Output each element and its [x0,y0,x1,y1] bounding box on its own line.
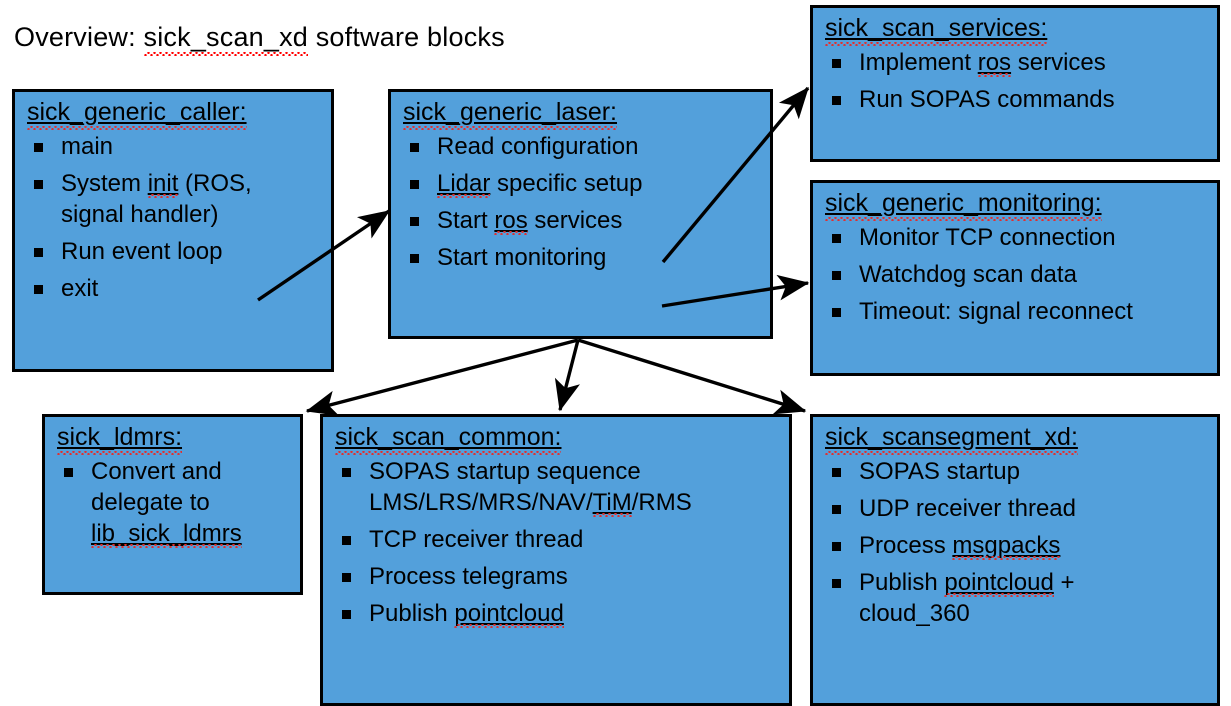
page-title-prefix: Overview: [14,22,144,52]
list-item-label: Monitor TCP connection [859,224,1116,251]
list-item-label-pre: Process [859,532,953,559]
list-item-label: main [61,133,114,160]
block-list-sick-generic-caller: main System init (ROS, signal handler) Ru… [15,131,331,304]
list-item-misspelled-ros: ros [977,49,1012,77]
list-item: Timeout: signal reconnect [829,296,1211,327]
list-item-label: Run SOPAS commands [859,86,1115,113]
list-item-label-line1: SOPAS startup sequence [369,458,641,485]
block-sick-generic-caller[interactable]: sick_generic_caller: main System init (R… [12,89,334,372]
list-item: Process telegrams [339,561,783,592]
list-item-label-post: (ROS, [178,170,252,197]
list-item-label-post: services [527,207,623,234]
list-item: System init (ROS, signal handler) [31,168,325,230]
list-item-label-post: + [1053,569,1075,596]
list-item: Run SOPAS commands [829,84,1211,115]
list-item-label-post: services [1011,49,1106,76]
list-item-label-post: specific setup [490,170,643,197]
page-title: Overview: sick_scan_xd software blocks [14,22,505,53]
block-list-sick-generic-monitoring: Monitor TCP connection Watchdog scan dat… [813,222,1217,327]
list-item: exit [31,273,325,304]
block-title-sick-generic-monitoring: sick_generic_monitoring: [825,189,1102,221]
list-item-label-pre: Start [437,207,495,234]
block-sick-generic-laser[interactable]: sick_generic_laser: Read configuration L… [388,89,773,339]
block-sick-ldmrs[interactable]: sick_ldmrs: Convert and delegate to lib_si… [42,414,303,595]
list-item: Publish pointcloud + cloud_360 [829,567,1211,629]
list-item-label: Process telegrams [369,563,568,590]
list-item-misspelled-init: init [147,170,179,198]
block-title-sick-generic-caller: sick_generic_caller: [27,98,247,130]
list-item-label: UDP receiver thread [859,495,1076,522]
list-item: Implement ros services [829,47,1211,78]
list-item-label-pre: Publish [369,600,455,627]
list-item-misspelled-ros: ros [494,207,529,235]
list-item-label: Read configuration [437,133,639,160]
list-item-label-line2: delegate to [91,489,210,516]
list-item-label-line2: cloud_360 [859,600,970,627]
list-item-misspelled-tim: TiM [592,489,632,517]
arrow-laser-to-scan-common [554,339,580,412]
block-list-sick-generic-laser: Read configuration Lidar specific setup … [391,131,770,273]
list-item-label-pre: System [61,170,148,197]
list-item-misspelled-lib-sick-ldmrs: lib_sick_ldmrs [91,520,242,548]
block-title-sick-scan-services: sick_scan_services: [825,14,1048,46]
list-item: Watchdog scan data [829,259,1211,290]
block-title-sick-ldmrs: sick_ldmrs: [57,423,183,455]
list-item-misspelled-pointcloud: pointcloud [944,569,1055,597]
list-item-label: SOPAS startup [859,458,1020,485]
list-item-misspelled-pointcloud: pointcloud [454,600,565,628]
block-sick-scan-services[interactable]: sick_scan_services: Implement ros servic… [810,5,1220,162]
page-title-suffix: software blocks [308,22,505,52]
list-item: Start ros services [407,205,764,236]
list-item: SOPAS startup [829,456,1211,487]
list-item-label-line1: Convert and [91,458,222,485]
block-sick-scan-common[interactable]: sick_scan_common: SOPAS startup sequence… [320,414,792,706]
block-sick-scansegment-xd[interactable]: sick_scansegment_xd: SOPAS startup UDP r… [810,414,1220,706]
list-item-label: Watchdog scan data [859,261,1077,288]
list-item: Read configuration [407,131,764,162]
page-title-highlight: sick_scan_xd [143,22,309,56]
list-item-label-pre: Publish [859,569,945,596]
list-item: main [31,131,325,162]
list-item: Lidar specific setup [407,168,764,199]
block-list-sick-scansegment-xd: SOPAS startup UDP receiver thread Proces… [813,456,1217,629]
list-item: Process msgpacks [829,530,1211,561]
list-item: UDP receiver thread [829,493,1211,524]
list-item: Run event loop [31,236,325,267]
block-list-sick-ldmrs: Convert and delegate to lib_sick_ldmrs [45,456,300,549]
list-item: Monitor TCP connection [829,222,1211,253]
list-item-label-pre: Implement [859,49,978,76]
list-item-misspelled-lidar: Lidar [437,170,491,198]
block-title-sick-scansegment-xd: sick_scansegment_xd: [825,423,1078,455]
list-item-label: exit [61,275,99,302]
list-item-misspelled-msgpacks: msgpacks [952,532,1061,560]
list-item: Convert and delegate to lib_sick_ldmrs [61,456,294,549]
arrow-laser-to-ldmrs [305,338,579,416]
list-item-label: TCP receiver thread [369,526,584,553]
list-item-label-line2: signal handler) [61,201,219,228]
block-title-sick-scan-common: sick_scan_common: [335,423,562,455]
list-item-label-line2a: LMS/LRS/MRS/NAV/ [369,489,593,516]
list-item-label: Timeout: signal reconnect [859,298,1133,325]
list-item: TCP receiver thread [339,524,783,555]
block-sick-generic-monitoring[interactable]: sick_generic_monitoring: Monitor TCP con… [810,180,1220,376]
arrow-laser-to-scansegment [577,338,807,415]
list-item-label-line2c: /RMS [631,489,692,516]
list-item: Start monitoring [407,242,764,273]
list-item-label: Run event loop [61,238,223,265]
block-list-sick-scan-services: Implement ros services Run SOPAS command… [813,47,1217,115]
list-item-label: Start monitoring [437,244,607,271]
block-title-sick-generic-laser: sick_generic_laser: [403,98,617,130]
list-item: Publish pointcloud [339,598,783,629]
